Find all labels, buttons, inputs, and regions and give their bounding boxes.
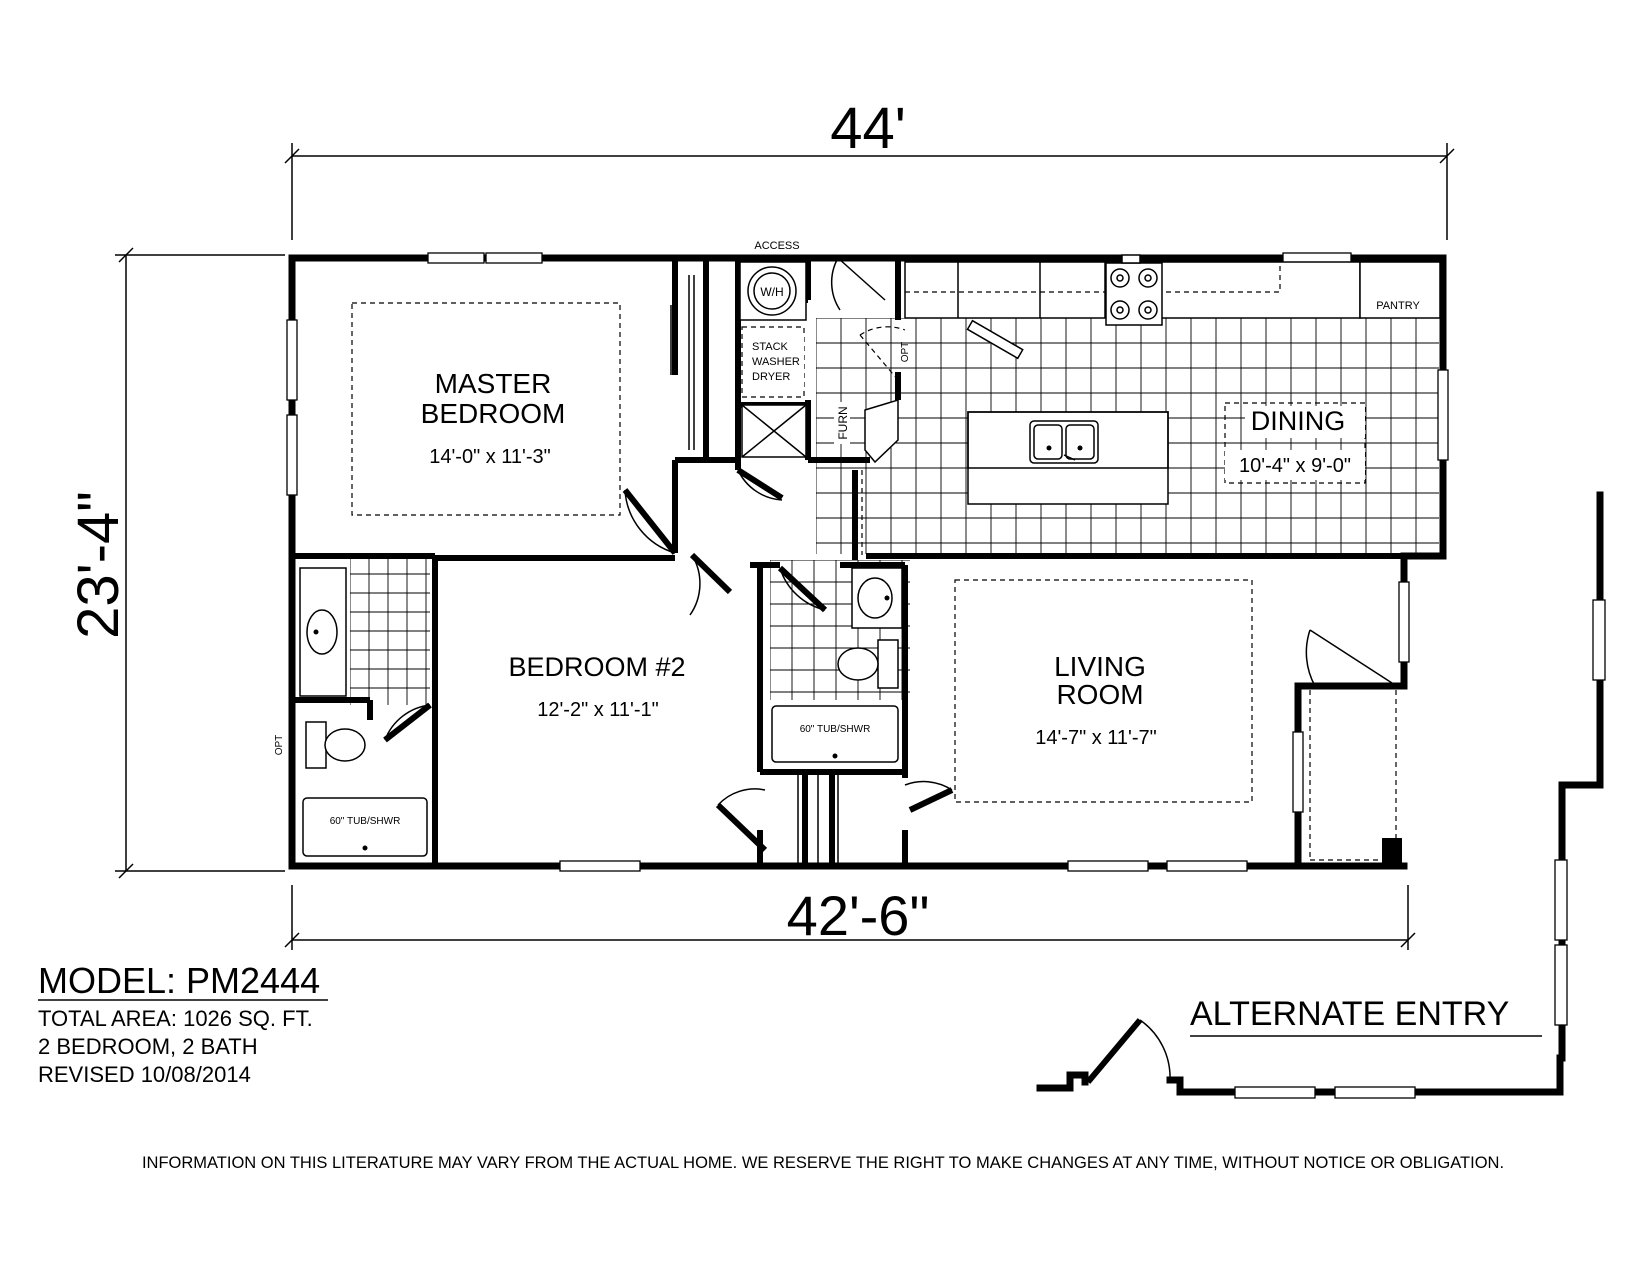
- living-room-name-1: LIVING: [1054, 651, 1146, 682]
- opt-label-bath: OPT: [274, 735, 285, 756]
- master-bedroom-size: 14'-0" x 11'-3": [429, 446, 551, 468]
- master-bedroom-label: MASTER BEDROOM 14'-0" x 11'-3": [421, 368, 566, 468]
- dimension-left: [115, 247, 285, 879]
- sink-icon: [1029, 420, 1099, 464]
- bottom-width-label: 42'-6": [787, 884, 930, 947]
- dining-name: DINING: [1251, 406, 1346, 436]
- stack-label-3: DRYER: [752, 371, 790, 383]
- windows: [286, 252, 1449, 872]
- water-heater-icon: [747, 266, 797, 316]
- living-room-name-2: ROOM: [1056, 679, 1143, 710]
- hall-sink-icon: [857, 577, 893, 619]
- column-post: [1382, 838, 1402, 864]
- overall-width-label: 44': [830, 96, 906, 161]
- alternate-entry-wall: [1036, 491, 1606, 1099]
- model-rooms: 2 BEDROOM, 2 BATH: [38, 1034, 258, 1059]
- master-toilet-icon: [305, 721, 327, 769]
- bedroom2-size: 12'-2" x 11'-1": [537, 699, 659, 721]
- hall-tub: [771, 705, 899, 763]
- opt-label-kitchen: OPT: [900, 342, 911, 363]
- access-label: ACCESS: [754, 240, 799, 252]
- interior-walls: [292, 258, 1404, 866]
- stack-label-1: STACK: [752, 341, 789, 353]
- hall-vanity: [851, 567, 903, 629]
- overall-depth-label: 23'-4": [66, 491, 131, 639]
- doors: [383, 257, 1393, 853]
- master-bedroom-name-1: MASTER: [435, 368, 552, 399]
- model-revised: REVISED 10/08/2014: [38, 1062, 251, 1087]
- dimension-top: [284, 143, 1455, 240]
- model-title: MODEL: PM2444: [38, 960, 320, 1001]
- stack-label-2: WASHER: [752, 356, 800, 368]
- dashed-outlines: [351, 302, 1404, 861]
- master-sink-icon: [306, 609, 338, 655]
- range-icon: [1105, 262, 1163, 326]
- disclaimer: INFORMATION ON THIS LITERATURE MAY VARY …: [142, 1154, 1504, 1172]
- bedroom2-label: BEDROOM #2 12'-2" x 11'-1": [508, 652, 685, 721]
- dining-size: 10'-4" x 9'-0": [1239, 455, 1351, 477]
- master-bath-tile-floor: [350, 555, 430, 705]
- living-room-label: LIVING ROOM 14'-7" x 11'-7": [1035, 651, 1157, 749]
- water-heater-label: W/H: [760, 285, 783, 299]
- model-area: TOTAL AREA: 1026 SQ. FT.: [38, 1006, 313, 1031]
- alternate-entry-label: ALTERNATE ENTRY: [1190, 995, 1509, 1033]
- bedroom2-name: BEDROOM #2: [508, 652, 685, 682]
- dimension-bottom: [284, 885, 1416, 950]
- dining-label: DINING 10'-4" x 9'-0": [1225, 406, 1365, 480]
- hall-tub-label: 60" TUB/SHWR: [800, 724, 871, 735]
- master-tub-label: 60" TUB/SHWR: [330, 816, 401, 827]
- furnace-label: FURN: [836, 406, 850, 439]
- closet-details: [670, 275, 839, 866]
- living-room-size: 14'-7" x 11'-7": [1035, 727, 1157, 749]
- hall-toilet-icon: [877, 639, 899, 689]
- pantry-label: PANTRY: [1376, 300, 1420, 312]
- master-tub: [302, 797, 428, 857]
- master-bedroom-name-2: BEDROOM: [421, 398, 566, 429]
